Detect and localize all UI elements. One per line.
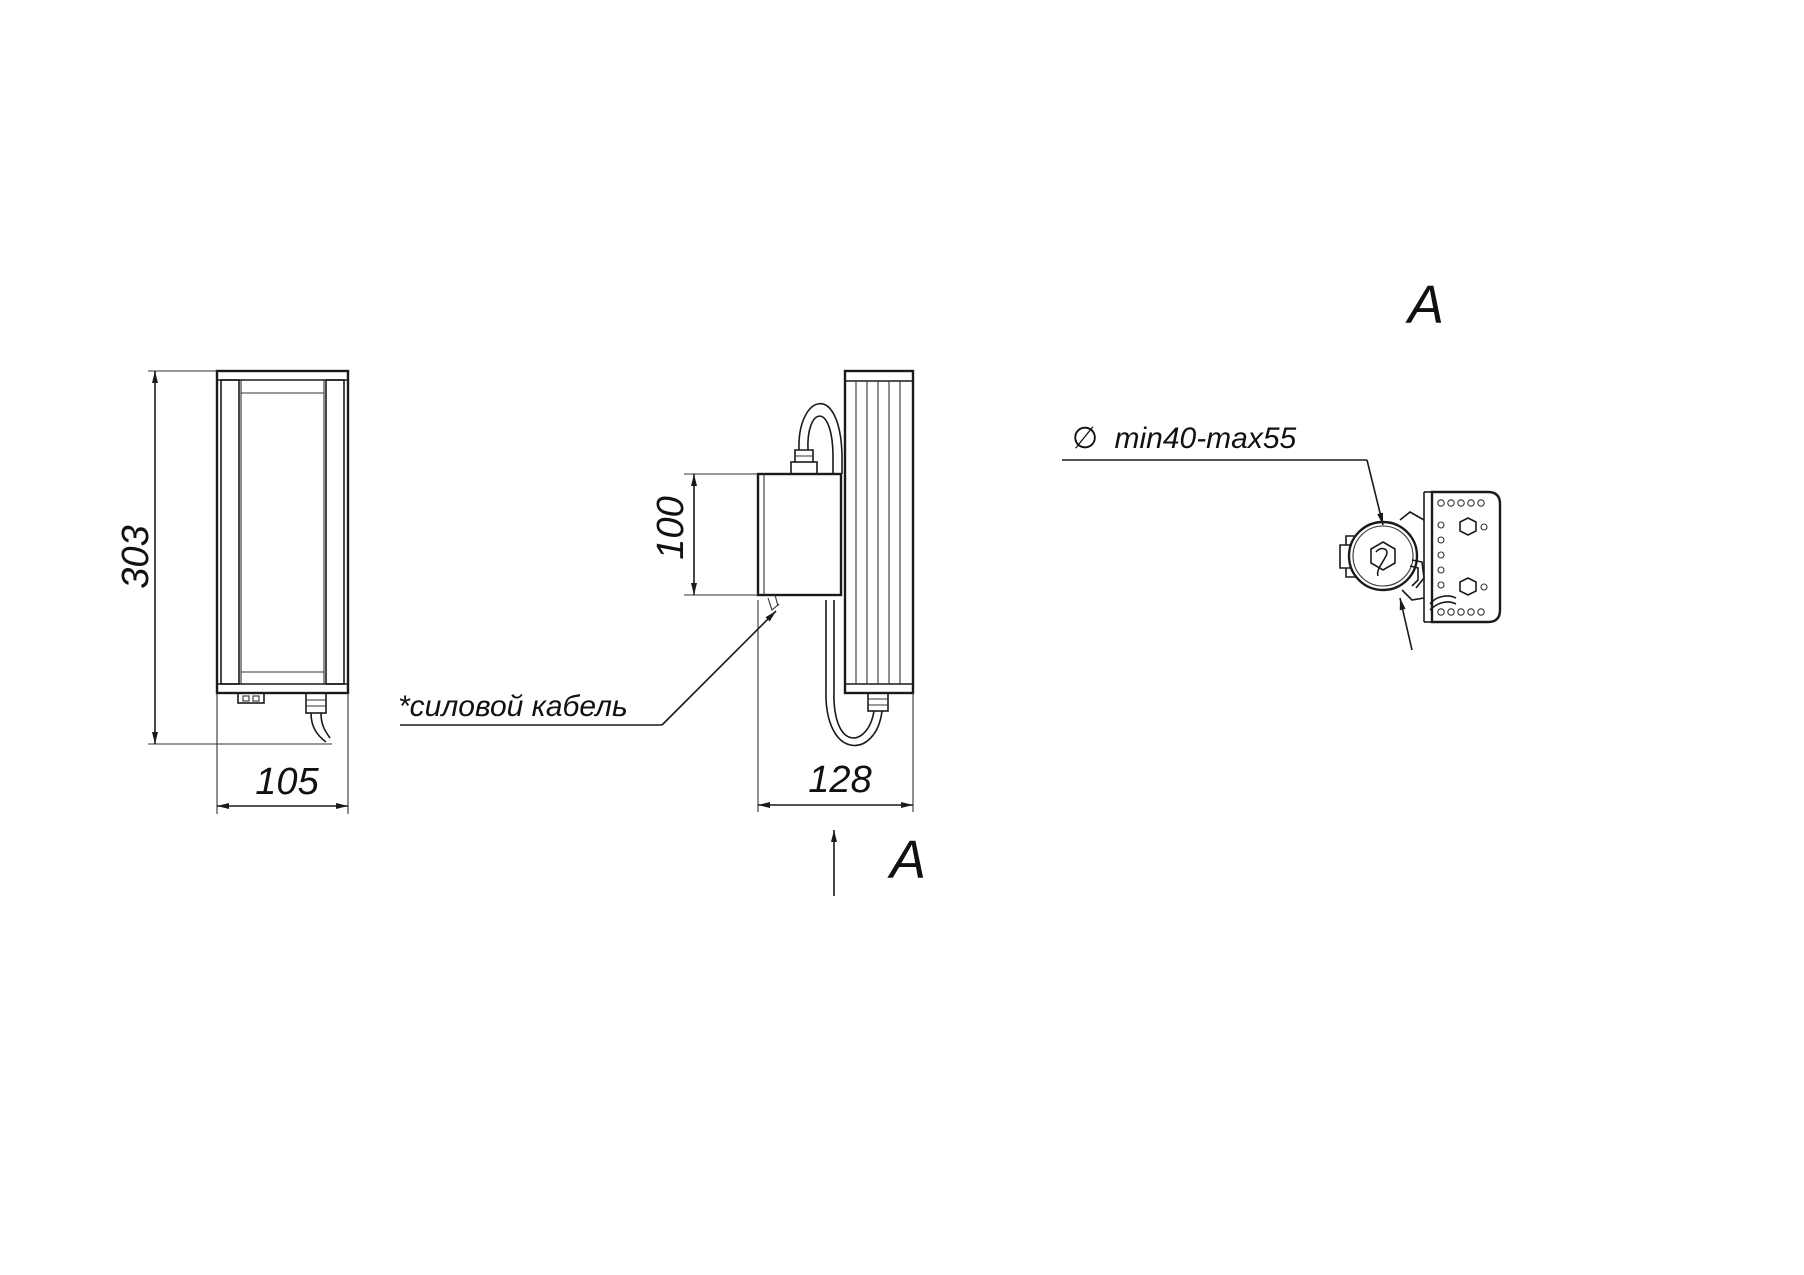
diameter-value: min40-max55: [1114, 422, 1296, 455]
side-view-bottom-gland: [767, 594, 889, 747]
view-direction-letter: A: [887, 830, 926, 890]
depth-dimension-label: 128: [808, 759, 871, 801]
bracket-holes-side: [1437, 521, 1445, 589]
mounting-bracket: [1423, 490, 1502, 624]
box-height-dimension-label: 100: [650, 496, 692, 559]
side-view-cable-loop: [798, 402, 843, 474]
width-dimension: 105: [216, 693, 349, 814]
view-a-title: A: [1405, 275, 1444, 335]
box-height-dimension: 100: [650, 473, 758, 596]
hex-nut-top-icon: [1459, 517, 1477, 536]
diameter-symbol: ∅: [1072, 421, 1098, 456]
cable-leader: *силовой кабель: [398, 610, 777, 726]
side-view: 100 128 *силовой кабель A: [398, 369, 926, 896]
width-dimension-label: 105: [255, 761, 319, 803]
bracket-holes-top: [1437, 499, 1485, 507]
side-view-luminaire-body: [843, 369, 915, 695]
cable-note-label: *силовой кабель: [398, 690, 628, 723]
hex-nut-bottom-icon: [1459, 577, 1477, 596]
front-view: 303 105: [115, 369, 350, 814]
view-a: A ∅ min40-max55: [1062, 275, 1502, 651]
diameter-label: ∅ min40-max55: [1072, 421, 1297, 456]
front-view-connector: [237, 692, 265, 704]
height-dimension: 303: [115, 370, 332, 745]
diameter-leader: ∅ min40-max55: [1062, 421, 1413, 651]
height-dimension-label: 303: [115, 525, 157, 588]
view-direction-arrow: A: [831, 830, 926, 896]
front-view-cable-gland: [305, 692, 331, 743]
depth-dimension: 128: [757, 600, 914, 812]
pipe-section: [1347, 520, 1419, 592]
front-view-body: [215, 369, 350, 695]
bracket-holes-bottom: [1437, 608, 1485, 616]
pipe-clamp: [1339, 511, 1457, 611]
side-view-driver-box: [756, 449, 843, 597]
clamp-bolt-icon: [1370, 541, 1396, 571]
